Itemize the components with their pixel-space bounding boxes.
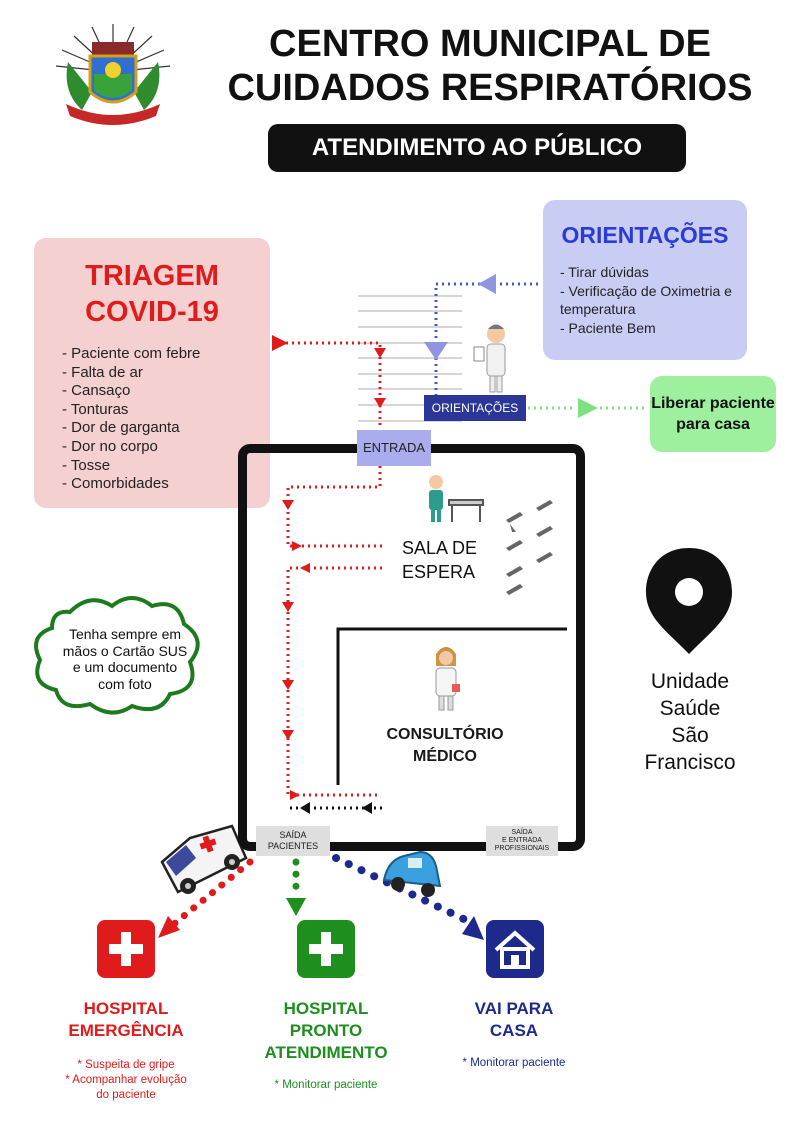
- destination-notes: * Monitorar paciente: [436, 1056, 592, 1071]
- waiting-room-line-1: SALA DE: [402, 538, 478, 558]
- destination-note: * Acompanhar evolução: [65, 1074, 187, 1086]
- destination-note: * Monitorar paciente: [274, 1079, 378, 1091]
- destination-notes: * Suspeita de gripe * Acompanhar evoluçã…: [48, 1058, 204, 1103]
- symptom-item: - Paciente com febre: [62, 345, 201, 362]
- triage-title-line-1: TRIAGEM: [85, 260, 219, 292]
- home-icon: [486, 920, 544, 978]
- consult-room-line-2: MÉDICO: [413, 748, 477, 765]
- triage-title: TRIAGEM COVID-19: [34, 258, 270, 330]
- ambulance-icon: [160, 824, 248, 894]
- guidance-list: - Tirar dúvidas - Verificação de Oximetr…: [560, 263, 746, 337]
- guidance-arrow-left: [478, 274, 496, 294]
- guidance-item: - Paciente Bem: [560, 319, 656, 336]
- title-line-2: CUIDADOS RESPIRATÓRIOS: [227, 67, 753, 109]
- doctor-figure-icon: [473, 324, 506, 393]
- triage-title-line-2: COVID-19: [85, 296, 219, 328]
- title-line-1: CENTRO MUNICIPAL DE: [269, 23, 711, 65]
- route-emergency: [170, 858, 254, 928]
- patient-exit-line-1: SAÍDA: [279, 830, 307, 840]
- female-doctor-icon: [435, 647, 460, 711]
- steps-lines: [358, 295, 462, 422]
- car-icon: [382, 850, 442, 897]
- nurse-figure-icon: [429, 475, 443, 522]
- symptom-item: - Cansaço: [62, 382, 131, 400]
- guidance-item: - Tirar dúvidas: [560, 264, 649, 280]
- destination-note: * Suspeita de gripe: [77, 1059, 175, 1071]
- guidance-arrow-down: [424, 342, 448, 360]
- staff-exit-line-1: SAÍDA: [511, 829, 533, 836]
- destination-pronto: HOSPITAL PRONTO ATENDIMENTO * Monitorar …: [246, 998, 406, 1093]
- destination-title-line: VAI PARA: [474, 999, 554, 1018]
- emergency-hospital-icon: [97, 920, 155, 978]
- patient-exit-label: SAÍDA PACIENTES: [256, 826, 330, 856]
- route-pronto-arrow: [286, 898, 306, 916]
- location-line-3: São: [671, 724, 709, 747]
- subtitle-banner: ATENDIMENTO AO PÚBLICO: [268, 124, 686, 172]
- destination-title-line: EMERGÊNCIA: [68, 1021, 184, 1040]
- entrance-label: ENTRADA: [357, 430, 431, 466]
- route-home-arrow: [462, 916, 484, 940]
- route-emergency-arrow: [158, 916, 180, 938]
- page-title: CENTRO MUNICIPAL DE CUIDADOS RESPIRATÓRI…: [190, 22, 790, 110]
- destination-notes: * Monitorar paciente: [246, 1078, 406, 1093]
- guidance-panel: [543, 200, 747, 360]
- building-outline: [238, 444, 585, 851]
- waiting-chairs-icon: [506, 500, 553, 595]
- guidance-path: [434, 282, 538, 395]
- consult-room-label: CONSULTÓRIO MÉDICO: [360, 724, 530, 768]
- waiting-room-label: SALA DE ESPERA: [402, 536, 477, 584]
- destination-emergency: HOSPITAL EMERGÊNCIA * Suspeita de gripe …: [48, 998, 204, 1103]
- symptom-item: - Comorbidades: [62, 475, 169, 493]
- destination-title-line: HOSPITAL: [283, 999, 369, 1018]
- exit-arrow-black-1: [362, 802, 372, 814]
- destination-note: do paciente: [96, 1089, 156, 1101]
- destination-note: * Monitorar paciente: [462, 1057, 566, 1069]
- destination-title: HOSPITAL PRONTO ATENDIMENTO: [246, 998, 406, 1064]
- staff-exit-line-2: E ENTRADA: [501, 837, 543, 844]
- route-home: [332, 854, 474, 926]
- municipal-crest-logo: [55, 24, 171, 125]
- destination-title-line: CASA: [489, 1021, 539, 1040]
- reminder-cloud-shape: [34, 596, 200, 715]
- symptom-item: - Falta de ar: [62, 363, 143, 381]
- guidance-station-label: ORIENTAÇÕES: [424, 395, 526, 421]
- waiting-room-line-2: ESPERA: [402, 562, 476, 582]
- destination-title-line: HOSPITAL: [83, 999, 169, 1018]
- triage-panel: [34, 238, 270, 508]
- location-name: Unidade Saúde São Francisco: [620, 668, 760, 776]
- consult-room-wall: [336, 627, 567, 785]
- release-arrow: [578, 398, 598, 418]
- guidance-item: - Verificação de Oximetria e temperatura: [560, 282, 732, 318]
- symptom-list: - Paciente com febre - Falta de ar - Can…: [62, 345, 200, 494]
- destination-title: HOSPITAL EMERGÊNCIA: [48, 998, 204, 1042]
- exit-arrow-black-2: [300, 802, 310, 814]
- destination-title-line: ATENDIMENTO: [264, 1043, 388, 1062]
- release-box: Liberar paciente para casa: [650, 376, 776, 452]
- location-line-1: Unidade: [650, 670, 730, 693]
- destination-title: VAI PARA CASA: [436, 998, 592, 1042]
- symptom-item: - Tosse: [62, 456, 111, 474]
- guidance-title: ORIENTAÇÕES: [561, 222, 729, 248]
- destination-title-line: PRONTO: [289, 1021, 363, 1040]
- patient-exit-line-2: PACIENTES: [267, 841, 319, 851]
- pronto-hospital-icon: [297, 920, 355, 978]
- location-line-4: Francisco: [644, 751, 736, 774]
- symptom-item: - Dor no corpo: [62, 437, 158, 455]
- staff-exit-label: SAÍDA E ENTRADA PROFISSIONAIS: [486, 826, 558, 856]
- desk-icon: [448, 499, 484, 522]
- symptom-item: - Dor de garganta: [62, 419, 180, 437]
- reminder-text: Tenha sempre em mãos o Cartão SUS e um d…: [62, 626, 188, 692]
- location-line-2: Saúde: [659, 697, 721, 720]
- symptom-item: - Tonturas: [62, 400, 129, 418]
- destination-home: VAI PARA CASA * Monitorar paciente: [436, 998, 592, 1071]
- consult-room-line-1: CONSULTÓRIO: [386, 726, 504, 743]
- patient-path-arrows: [272, 335, 386, 800]
- staff-exit-line-3: PROFISSIONAIS: [494, 845, 550, 852]
